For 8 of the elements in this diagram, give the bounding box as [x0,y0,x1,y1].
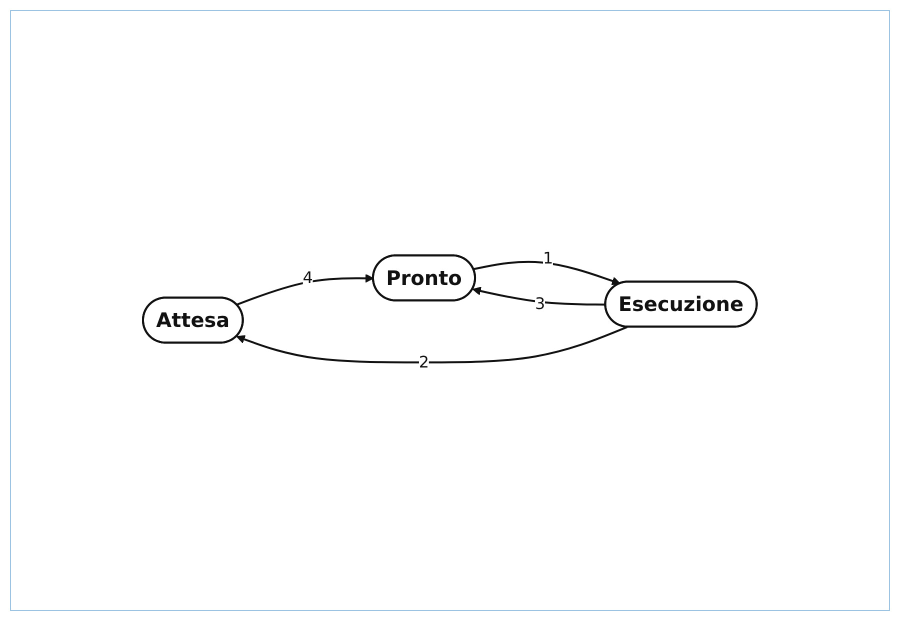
edge-label: 1 [543,248,554,268]
arrow [472,286,606,306]
edge-label: 4 [302,268,314,287]
arrow [473,260,621,286]
arrow [236,326,628,364]
arrow [236,274,374,306]
edge-label: 2 [419,352,430,372]
edge-label: 3 [535,294,546,314]
